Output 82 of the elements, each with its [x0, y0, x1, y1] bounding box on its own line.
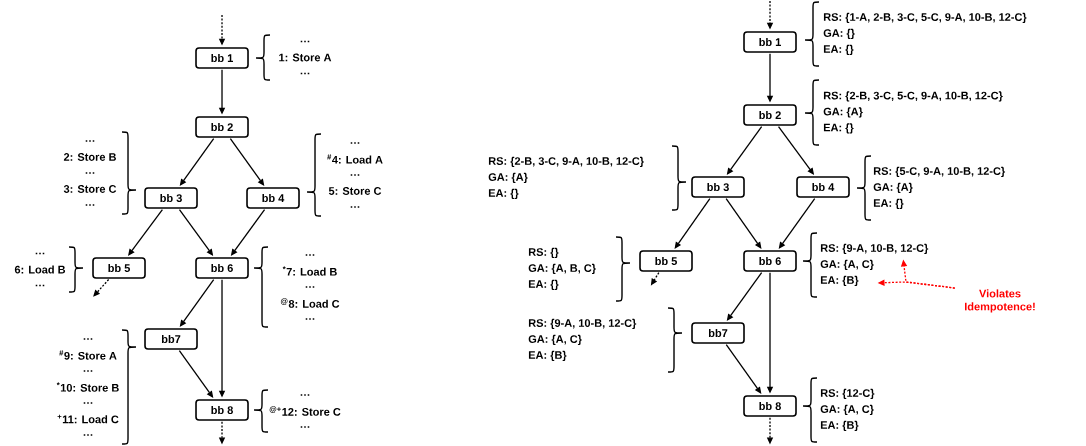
- block-box: bb 2: [195, 116, 249, 138]
- annotation-text: …: [35, 252, 45, 255]
- annotation-text: EA: {}: [823, 44, 854, 56]
- arrow: [229, 137, 265, 186]
- annotation-text: RS: {1-A, 2-B, 3-C, 5-C, 9-A, 10-B, 12-C}: [823, 12, 1027, 24]
- block-box: bb7: [144, 328, 198, 350]
- annotation-text: $^{@}$8: Load C: [280, 298, 340, 308]
- annotation-text: …: [305, 318, 315, 320]
- annotation-text: 5: Store C: [328, 187, 382, 195]
- annotation-text: EA: {B}: [528, 350, 567, 362]
- block-box: bb 2: [743, 104, 797, 126]
- annotation-text: RS: {12-C}: [820, 388, 875, 400]
- block-box: bb 4: [246, 187, 300, 209]
- annotation-text: GA: {A, C}: [820, 259, 874, 271]
- annotation-text: $^{*}$10: Store B: [56, 382, 119, 392]
- block-box: bb 6: [743, 250, 797, 272]
- annotation-text: …: [35, 284, 45, 287]
- annotation-text: EA: {B}: [820, 420, 859, 432]
- annotation-text: GA: {A, B, C}: [528, 263, 596, 275]
- annotation-text: $^{@+}$12: Store C: [269, 406, 341, 416]
- annotation-text: EA: {}: [488, 188, 519, 200]
- arrow: [674, 197, 711, 249]
- block-box: bb 8: [195, 399, 249, 421]
- annotation-text: 3: Store C: [63, 185, 117, 193]
- annotation-text: …: [350, 174, 360, 176]
- block-box: bb 5: [92, 257, 146, 279]
- annotation-text: …: [83, 370, 93, 372]
- annotation-text: …: [300, 394, 310, 396]
- arrow: [93, 278, 110, 297]
- annotation-text: RS: {9-A, 10-B, 12-C}: [820, 243, 929, 255]
- annotation-text: …: [350, 206, 360, 208]
- annotation-text: RS: {2-B, 3-C, 5-C, 9-A, 10-B, 12-C}: [823, 91, 1003, 102]
- block-box: bb 8: [743, 395, 797, 417]
- annotation-text: …: [300, 40, 310, 43]
- arrow: [179, 137, 215, 186]
- annotation-text: GA: {}: [823, 28, 855, 40]
- annotation-text: $^{#}$4: Load A: [327, 154, 383, 164]
- arrow: [725, 343, 762, 394]
- annotation-text: GA: {A, C}: [528, 334, 582, 346]
- block-box: bb 6: [195, 257, 249, 279]
- annotation-text: EA: {B}: [820, 275, 859, 287]
- annotation-text: …: [305, 254, 315, 256]
- annotation-text: …: [83, 402, 93, 404]
- annotation-text: RS: {5-C, 9-A, 10-B, 12-C}: [873, 166, 1006, 178]
- warning-note: Violates Idempotence!: [965, 289, 1035, 313]
- annotation-text: GA: {A}: [488, 172, 528, 184]
- block-box: bb 1: [743, 31, 797, 53]
- annotation-text: RS: {2-B, 3-C, 9-A, 10-B, 12-C}: [488, 156, 644, 168]
- annotation-text: $^{*}$7: Load B: [282, 266, 337, 276]
- annotation-text: 2: Store B: [63, 153, 116, 161]
- annotation-text: …: [85, 204, 95, 206]
- block-box: bb7: [691, 322, 745, 344]
- arrow: [128, 208, 164, 256]
- annotation-text: RS: {}: [528, 247, 559, 259]
- annotation-text: …: [300, 72, 310, 75]
- annotation-text: RS: {9-A, 10-B, 12-C}: [528, 318, 637, 330]
- annotation-text: EA: {}: [528, 279, 559, 291]
- annotation-text: $^{+}$11: Load C: [57, 414, 119, 424]
- block-box: bb 5: [639, 250, 693, 272]
- annotation-text: EA: {}: [873, 198, 904, 210]
- annotation-text: 1: Store A: [279, 53, 332, 62]
- arrow: [778, 197, 816, 249]
- annotation-text: GA: {A}: [873, 182, 913, 194]
- arrow: [178, 349, 214, 398]
- arrow: [725, 197, 762, 249]
- annotation-text: $^{#}$9: Store A: [59, 350, 117, 360]
- block-box: bb 3: [144, 187, 198, 209]
- annotation-text: …: [83, 434, 93, 436]
- block-box: bb 1: [195, 47, 249, 69]
- block-box: bb 3: [691, 176, 745, 198]
- arrow: [179, 278, 215, 327]
- annotation-text: GA: {A, C}: [820, 404, 874, 416]
- annotation-text: EA: {}: [823, 123, 854, 134]
- annotation-text: …: [85, 172, 95, 174]
- annotation-text: …: [300, 426, 310, 428]
- annotation-text: …: [305, 286, 315, 288]
- annotation-text: …: [350, 142, 360, 144]
- annotation-text: 6: Load B: [14, 265, 66, 274]
- block-box: bb 4: [796, 176, 850, 198]
- annotation-text: …: [83, 338, 93, 340]
- annotation-text: GA: {A}: [823, 107, 863, 118]
- annotation-text: …: [85, 140, 95, 142]
